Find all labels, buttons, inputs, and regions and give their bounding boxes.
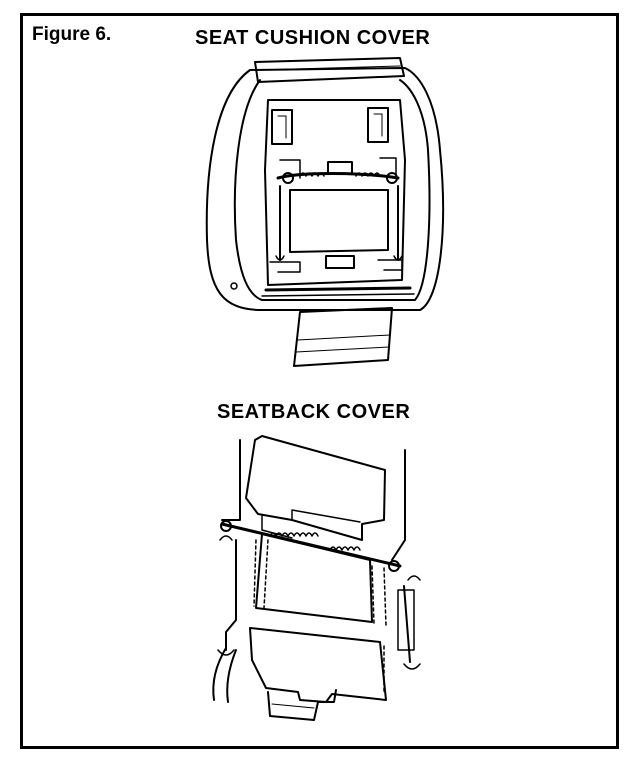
seatback-bottom-tab [268,690,336,720]
seatback-wire-left [226,540,236,650]
seatback-upper-panel [246,436,385,540]
cushion-top-flap [255,58,404,82]
seat-cushion-drawing [207,58,443,366]
seatback-center-panel [256,534,372,622]
cushion-floor [265,100,405,285]
seatback-frame-right [392,450,405,560]
cushion-opening [290,190,388,252]
cushion-slot-left [272,110,292,144]
seatback-drawing [213,436,420,720]
cushion-slot-right [368,108,388,142]
figure-label: Figure 6. [32,24,112,45]
seatback-frame-left [222,440,240,520]
seatback-straps [213,648,226,700]
cushion-rim [235,80,430,300]
figure-frame [20,13,619,749]
seatback-title: SEATBACK COVER [217,401,411,423]
seat-cushion-title: SEAT CUSHION COVER [195,27,431,49]
cushion-bottom-flap [294,308,392,366]
seatback-lower-panel [250,628,386,702]
